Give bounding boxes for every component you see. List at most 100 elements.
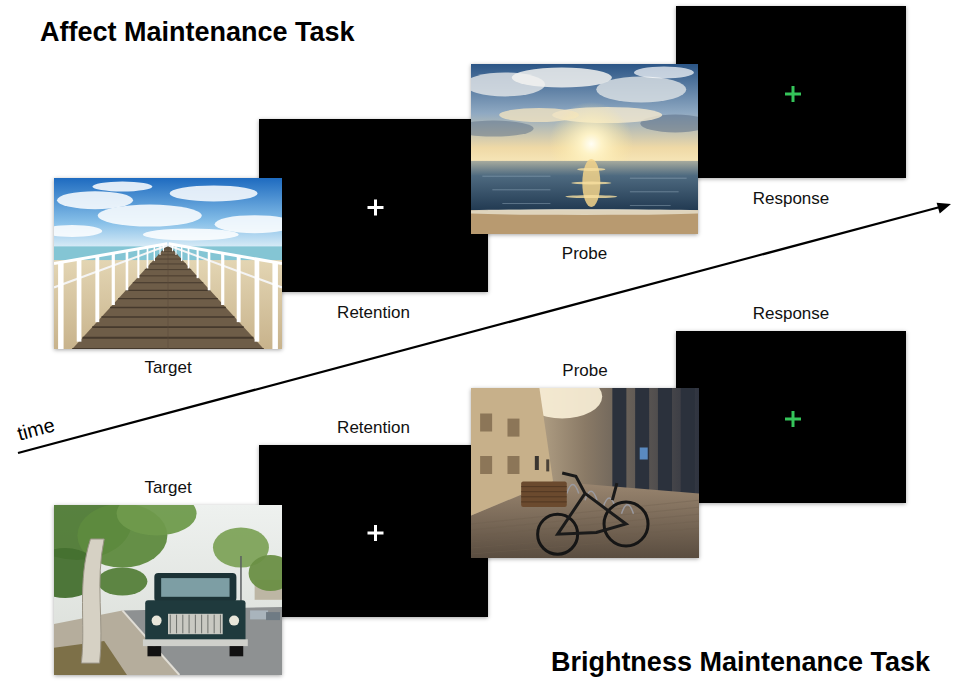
illustration-part [221, 253, 224, 305]
illustration-part [507, 456, 519, 474]
illustration-part [792, 86, 795, 102]
panel-picture [676, 6, 906, 178]
panel-caption-holder: Target [14, 478, 322, 498]
panel-caption-holder: Target [14, 358, 322, 378]
illustration-part [54, 178, 282, 252]
screen-panel: Retention [259, 445, 488, 617]
illustration-part [169, 246, 282, 288]
panel-picture [259, 445, 488, 617]
illustration-part [143, 639, 248, 646]
illustration-part [112, 253, 115, 305]
illustration-part [163, 245, 164, 252]
illustration-part [77, 259, 82, 342]
illustration-part [266, 612, 280, 620]
illustration-part [471, 209, 698, 215]
fixation-cross [368, 200, 384, 216]
illustration-part [175, 245, 176, 255]
panel-caption: Retention [337, 418, 410, 437]
axis-label: time [15, 413, 57, 444]
illustration-part [237, 256, 241, 322]
illustration-part [195, 615, 196, 634]
screen-ground [259, 119, 488, 292]
illustration-part [521, 486, 567, 487]
illustration-part [630, 205, 671, 206]
fixation-cross [368, 525, 384, 541]
panel-caption-holder: Probe [431, 361, 739, 381]
screen-ground [676, 331, 906, 503]
illustration-part [97, 568, 147, 596]
illustration-part [577, 168, 605, 171]
illustration-part [54, 244, 167, 264]
illustration-part [172, 245, 173, 252]
panel-caption: Retention [337, 303, 410, 322]
illustration-part [565, 195, 617, 198]
illustration-part [471, 535, 699, 554]
illustration-part [72, 246, 264, 349]
illustration-part [95, 256, 99, 322]
illustration-part [512, 68, 612, 88]
illustration-part [492, 189, 550, 190]
bicycle-figure [521, 473, 648, 554]
panel-caption: Response [753, 189, 830, 208]
illustration-part [535, 456, 539, 470]
stimulus-panel: Target [54, 178, 282, 349]
panel-picture [259, 119, 488, 292]
panel-picture [54, 505, 282, 675]
panel-picture [54, 178, 282, 349]
illustration-part [159, 245, 160, 255]
illustration-part [220, 615, 221, 634]
panel-caption: Target [144, 478, 191, 497]
illustration-part [181, 246, 182, 261]
stimulus-panel: Probe [471, 64, 698, 234]
illustration-part [374, 525, 377, 541]
illustration-part [255, 259, 260, 342]
illustration-part [521, 496, 567, 497]
panel-picture [471, 64, 698, 234]
illustration-part [640, 448, 648, 460]
illustration-part [521, 491, 567, 492]
illustration-part [630, 178, 687, 179]
illustration-part [230, 646, 244, 656]
illustration-part [471, 507, 699, 530]
illustration-part [189, 615, 190, 634]
stimulus-panel: Target [54, 505, 282, 675]
illustration-part [502, 203, 550, 204]
illustration-part [154, 246, 155, 261]
label-holder: Brightness Maintenance Task [551, 646, 930, 678]
illustration-part [634, 67, 694, 79]
illustration-part [137, 249, 139, 278]
illustration-part [480, 456, 492, 474]
panel-caption: Target [144, 358, 191, 377]
illustration-part [596, 77, 686, 103]
label-holder: time [15, 413, 57, 444]
illustration-part [571, 182, 611, 185]
fixation-cross [785, 86, 801, 102]
illustration-part [182, 615, 183, 634]
illustration-part [117, 505, 197, 536]
illustration-part [558, 473, 626, 534]
illustration-part [54, 225, 102, 237]
illustration-part [147, 646, 161, 656]
illustration-part [546, 459, 549, 471]
panel-caption: Response [753, 304, 830, 323]
screen-panel: Response [676, 331, 906, 503]
screen-ground [676, 6, 906, 178]
illustration-part [792, 411, 795, 427]
illustration-part [471, 121, 534, 137]
illustration-part [170, 615, 171, 634]
panel-caption-holder: Response [636, 304, 946, 324]
illustration-part [214, 615, 215, 634]
illustration-part [621, 505, 633, 514]
illustration-part [229, 616, 239, 626]
illustration-part [147, 247, 149, 268]
panel-caption: Probe [562, 361, 607, 380]
illustration-part [201, 615, 202, 634]
illustration-part [374, 200, 377, 216]
panel-caption: Probe [562, 244, 607, 263]
illustration-part [207, 615, 208, 634]
illustration-part [507, 419, 519, 437]
illustration-part [92, 182, 152, 192]
illustration-part [170, 185, 258, 201]
panel-picture [471, 388, 699, 558]
